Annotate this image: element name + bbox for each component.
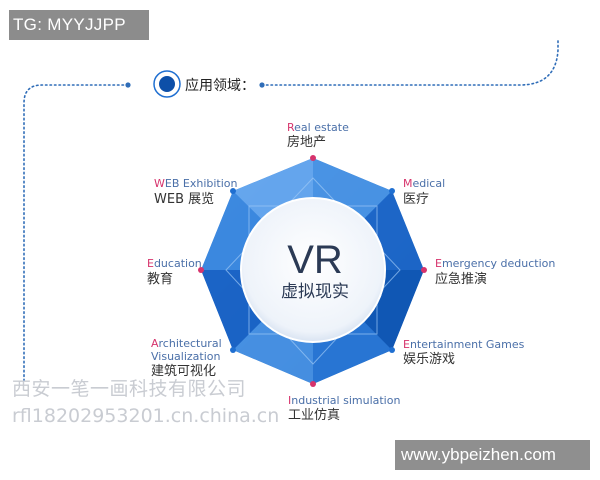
node-label-zh: 医疗 — [403, 192, 430, 207]
node-label-zh: WEB 展览 — [154, 192, 215, 207]
node-label-zh: 房地产 — [287, 135, 327, 150]
node-label-zh: 建筑可视化 — [151, 364, 217, 379]
company-watermark: 西安一笔一画科技有限公司 — [12, 378, 247, 400]
hub-title-en: VR — [287, 238, 343, 282]
section-title: 应用领域： — [185, 78, 255, 94]
node-label-zh: 工业仿真 — [288, 408, 341, 423]
node-label-en: Architectural — [151, 337, 222, 350]
vertex-dots — [198, 155, 427, 387]
node-label-en: Medical — [403, 177, 446, 190]
node-label-en: Education — [147, 257, 202, 270]
center-circle — [240, 197, 386, 343]
node-label-en: Industrial simulation — [288, 394, 401, 407]
node-label-en: Entertainment Games — [403, 338, 525, 351]
tag-watermark: TG: MYYJJPP — [9, 10, 149, 40]
node-label-en: Emergency deduction — [435, 257, 556, 270]
site-watermark: www.ybpeizhen.com — [395, 440, 590, 470]
node-label-zh: 教育 — [147, 272, 174, 287]
node-label-en: WEB Exhibition — [154, 177, 238, 190]
hub-title-zh: 虚拟现实 — [281, 282, 349, 302]
node-label-zh: 娱乐游戏 — [403, 352, 456, 367]
node-label-en: Real estate — [287, 121, 349, 134]
node-label-en-line2: Visualization — [151, 350, 221, 363]
contact-watermark: rfl18202953201.cn.china.cn — [12, 405, 280, 427]
connector-end-dot — [259, 82, 265, 88]
connector-end-dot — [125, 82, 131, 88]
node-label-zh: 应急推演 — [435, 272, 488, 287]
bullet-circle-icon — [153, 70, 181, 98]
